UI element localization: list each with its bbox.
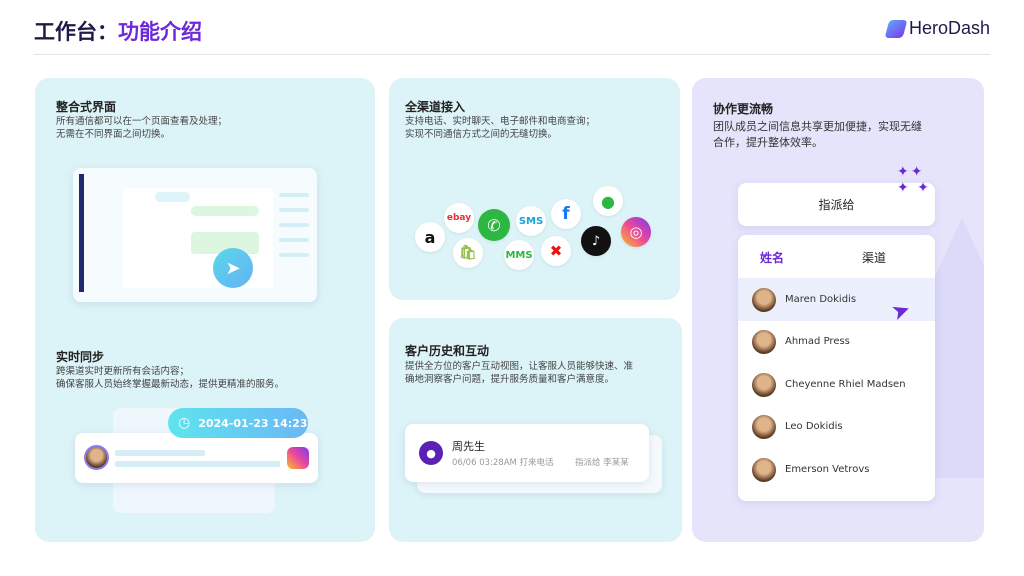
header-divider xyxy=(34,54,990,55)
table-row[interactable]: Emerson Vetrovs xyxy=(738,448,935,491)
sync-desc-2: 确保客服人员始终掌握最新动态，提供更精准的服务。 xyxy=(56,379,285,390)
call-time: 06/06 03:28AM 打来电话 xyxy=(452,458,554,468)
ebay-icon: ebay xyxy=(444,203,474,233)
history-record[interactable]: ● 周先生 06/06 03:28AM 打来电话 指派给 李某某 xyxy=(405,424,649,482)
omni-desc-2: 实现不同通信方式之间的无缝切换。 xyxy=(405,129,558,140)
title-prefix: 工作台： xyxy=(34,20,118,44)
card-omni-channel: 全渠道接入 支持电话、实时聊天、电子邮件和电商查询； 实现不同通信方式之间的无缝… xyxy=(389,78,680,300)
inbox-illustration: ➤ xyxy=(73,168,317,302)
customer-name: 周先生 xyxy=(452,440,485,453)
sync-desc-1: 跨渠道实时更新所有会话内容； xyxy=(56,366,190,377)
clock-icon: ◷ xyxy=(178,415,191,431)
person-name: Ahmad Press xyxy=(785,336,850,347)
person-name: Maren Dokidis xyxy=(785,294,857,305)
collab-desc-2: 合作，提升整体效率。 xyxy=(713,136,823,149)
assign-to-button[interactable]: 指派给 xyxy=(738,183,935,226)
column-name[interactable]: 姓名 xyxy=(760,251,785,265)
table-row[interactable]: Cheyenne Rhiel Madsen xyxy=(738,363,935,406)
whatsapp-icon: ✆ xyxy=(478,209,510,241)
person-name: Emerson Vetrovs xyxy=(785,464,870,475)
wechat-icon: ● xyxy=(593,186,623,216)
avatar xyxy=(752,329,776,354)
unified-title: 整合式界面 xyxy=(56,100,117,114)
assignee: 指派给 李某某 xyxy=(575,458,629,468)
avatar xyxy=(752,414,776,439)
facebook-icon: f xyxy=(551,199,581,229)
assign-label: 指派给 xyxy=(818,198,855,212)
card-unified-sync: 整合式界面 所有通信都可以在一个页面查看及处理； 无需在不同界面之间切换。 ➤ … xyxy=(35,78,375,542)
person-name: Cheyenne Rhiel Madsen xyxy=(785,379,906,390)
sparkle-icon: ✦✦✦ ✦ xyxy=(897,164,931,196)
sync-title: 实时同步 xyxy=(56,350,105,364)
avatar xyxy=(84,445,109,470)
send-icon: ➤ xyxy=(213,248,253,288)
instagram-icon xyxy=(287,447,309,469)
history-title: 客户历史和互动 xyxy=(405,344,490,358)
history-desc-1: 提供全方位的客户互动视图，让客服人员能够快速、准 xyxy=(405,361,634,372)
title-accent: 功能介绍 xyxy=(118,20,202,44)
card-customer-history: 客户历史和互动 提供全方位的客户互动视图，让客服人员能够快速、准 确地洞察客户问… xyxy=(389,318,682,542)
unified-desc-2: 无需在不同界面之间切换。 xyxy=(56,129,171,140)
history-desc-2: 确地洞察客户问题，提升服务质量和客户满意度。 xyxy=(405,374,615,385)
logo-text: HeroDash xyxy=(908,18,990,38)
channel-icon: ✖ xyxy=(541,236,571,266)
instagram-icon: ◎ xyxy=(621,217,651,247)
collab-desc-1: 团队成员之间信息共享更加便捷，实现无缝 xyxy=(713,120,922,133)
person-name: Leo Dokidis xyxy=(785,421,843,432)
logo-mark-icon xyxy=(884,19,908,38)
unified-desc-1: 所有通信都可以在一个页面查看及处理； xyxy=(56,116,228,127)
omni-title: 全渠道接入 xyxy=(405,100,466,114)
amazon-icon: a xyxy=(415,222,445,252)
card-collaboration: 协作更流畅 团队成员之间信息共享更加便捷，实现无缝 合作，提升整体效率。 指派给… xyxy=(692,78,984,542)
timestamp-pill: ◷ 2024-01-23 14:23 xyxy=(168,408,308,438)
conversation-card xyxy=(75,433,318,483)
mms-icon: MMS xyxy=(504,240,534,270)
tiktok-shop-icon: ♪ xyxy=(581,226,611,256)
omni-desc-1: 支持电话、实时聊天、电子邮件和电商查询； xyxy=(405,116,596,127)
chat-icon: ● xyxy=(419,441,443,465)
page-title: 工作台：功能介绍 xyxy=(34,16,202,46)
assignee-table: 姓名 渠道 Maren Dokidis Ahmad Press Cheyenne… xyxy=(738,235,935,501)
avatar xyxy=(752,287,776,312)
shopify-icon: 🛍 xyxy=(453,238,483,268)
collab-title: 协作更流畅 xyxy=(713,102,774,116)
sms-icon: SMS xyxy=(516,206,546,236)
column-channel[interactable]: 渠道 xyxy=(862,251,887,265)
logo: HeroDash xyxy=(884,18,990,39)
avatar xyxy=(752,372,776,397)
table-row[interactable]: Ahmad Press xyxy=(738,320,935,363)
table-row[interactable]: Leo Dokidis xyxy=(738,405,935,448)
nav-rail xyxy=(79,174,84,292)
timestamp: 2024-01-23 14:23 xyxy=(198,416,308,430)
table-row[interactable]: Maren Dokidis xyxy=(738,278,935,321)
avatar xyxy=(752,457,776,482)
